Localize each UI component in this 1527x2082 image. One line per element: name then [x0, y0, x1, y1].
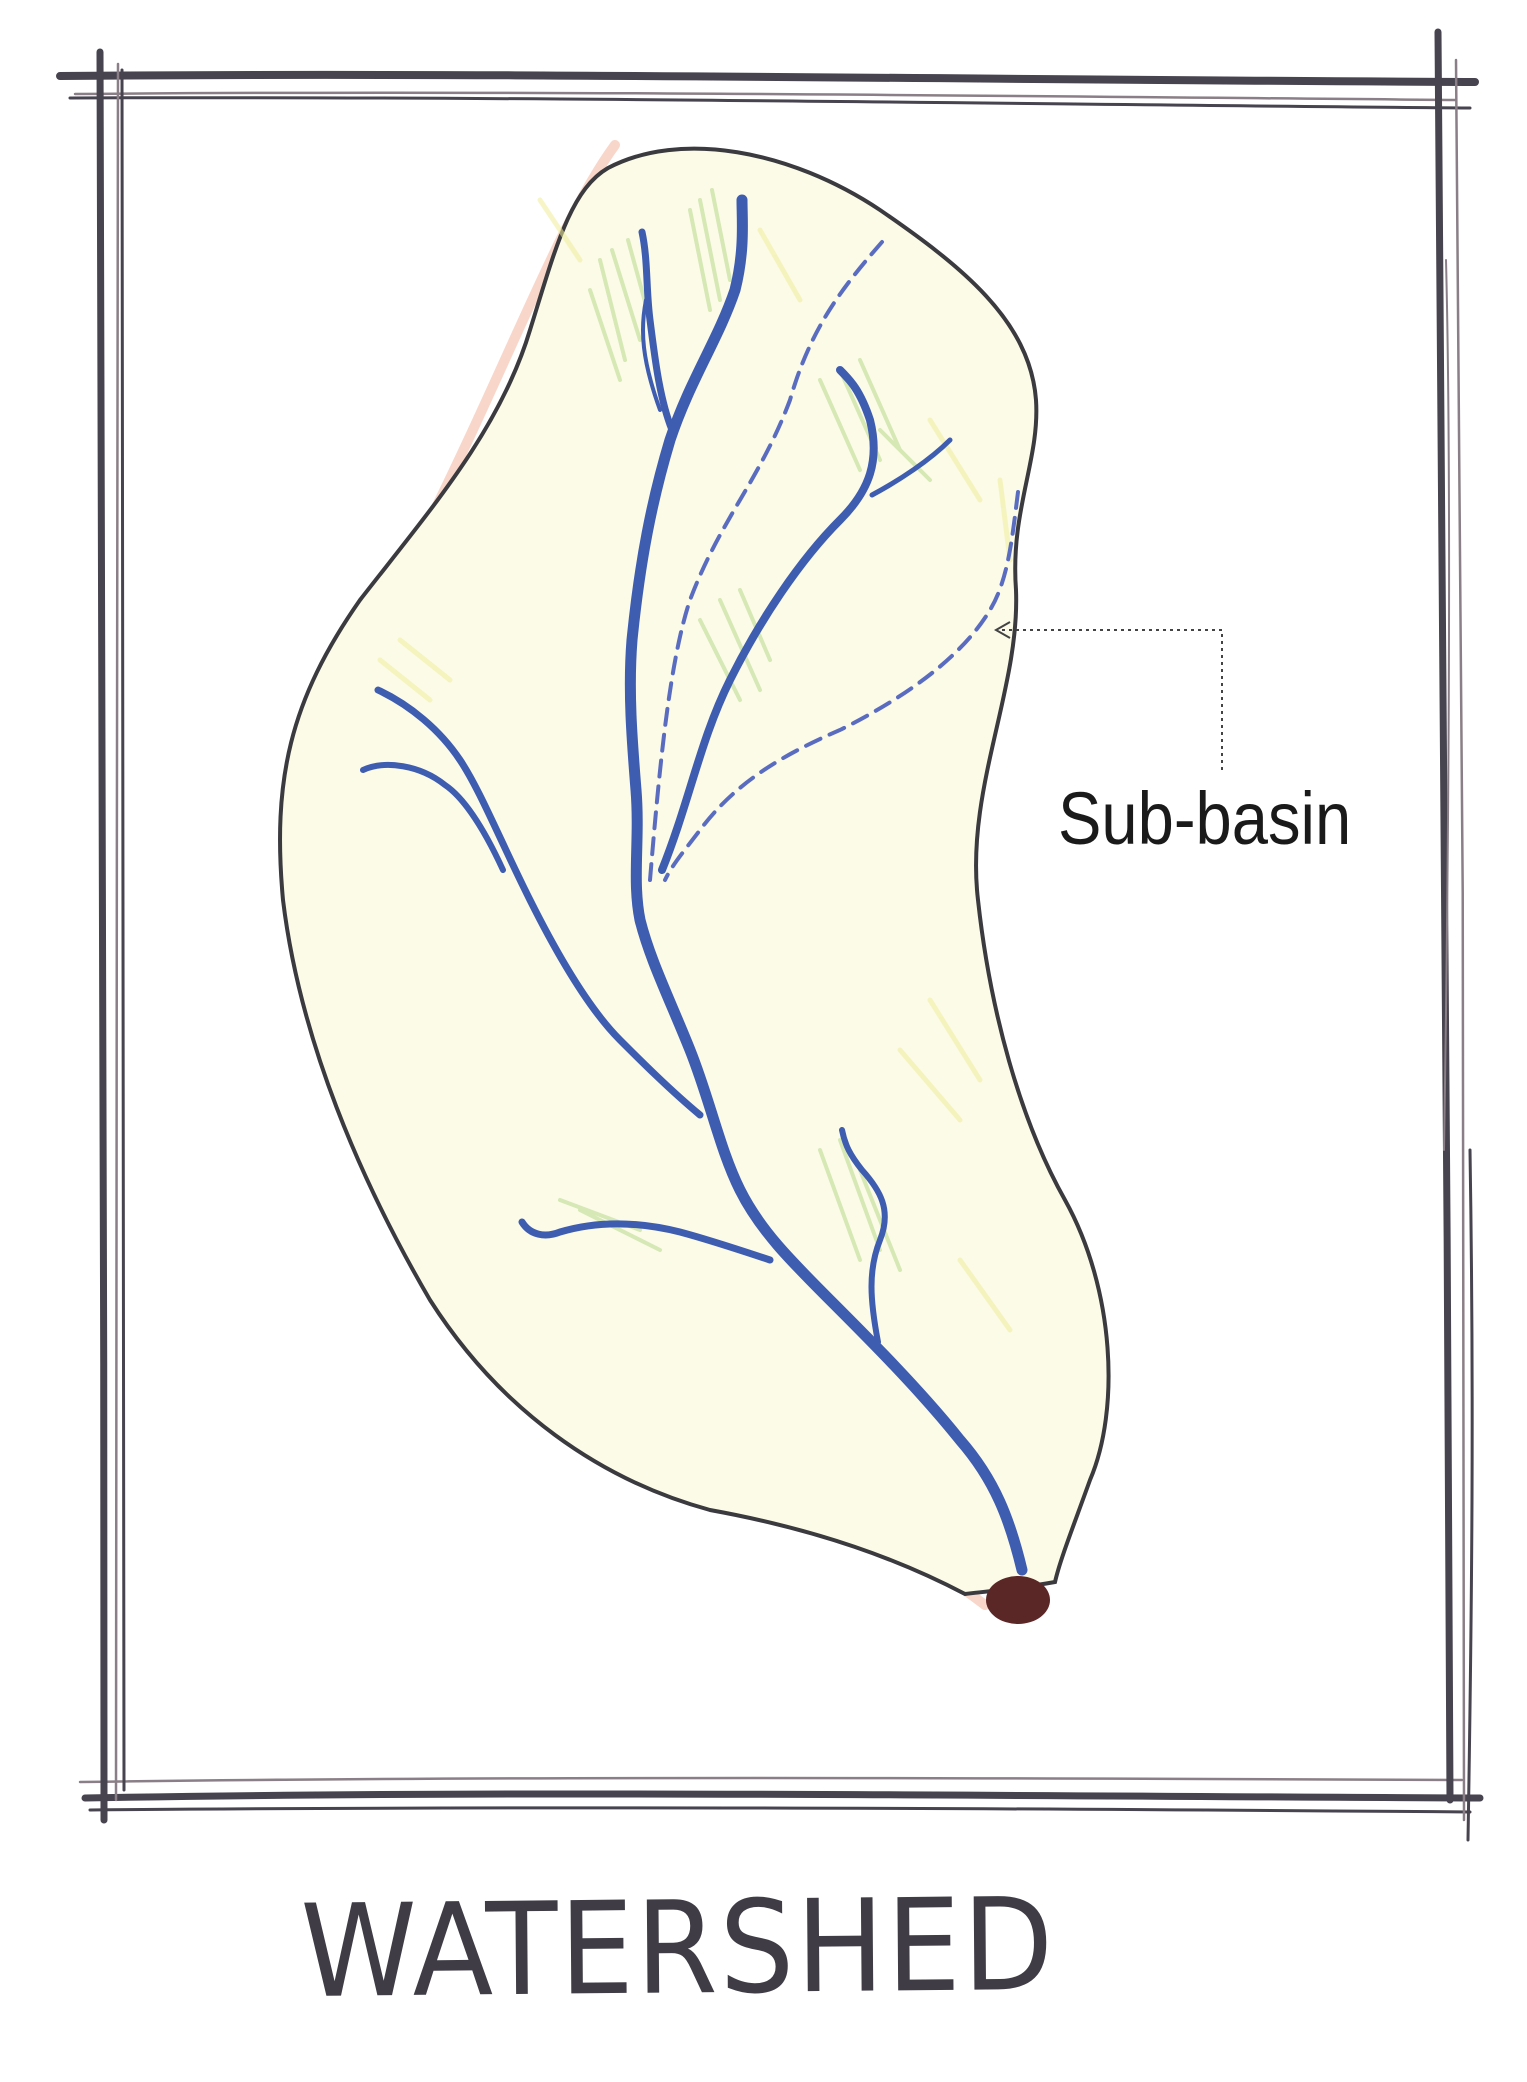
outlet-point	[986, 1576, 1050, 1624]
watershed-boundary	[280, 149, 1109, 1594]
subbasin-leader-line	[1000, 630, 1222, 770]
subbasin-label: Sub-basin	[1058, 776, 1351, 861]
diagram-title: WATERSHED	[300, 1871, 1037, 2027]
